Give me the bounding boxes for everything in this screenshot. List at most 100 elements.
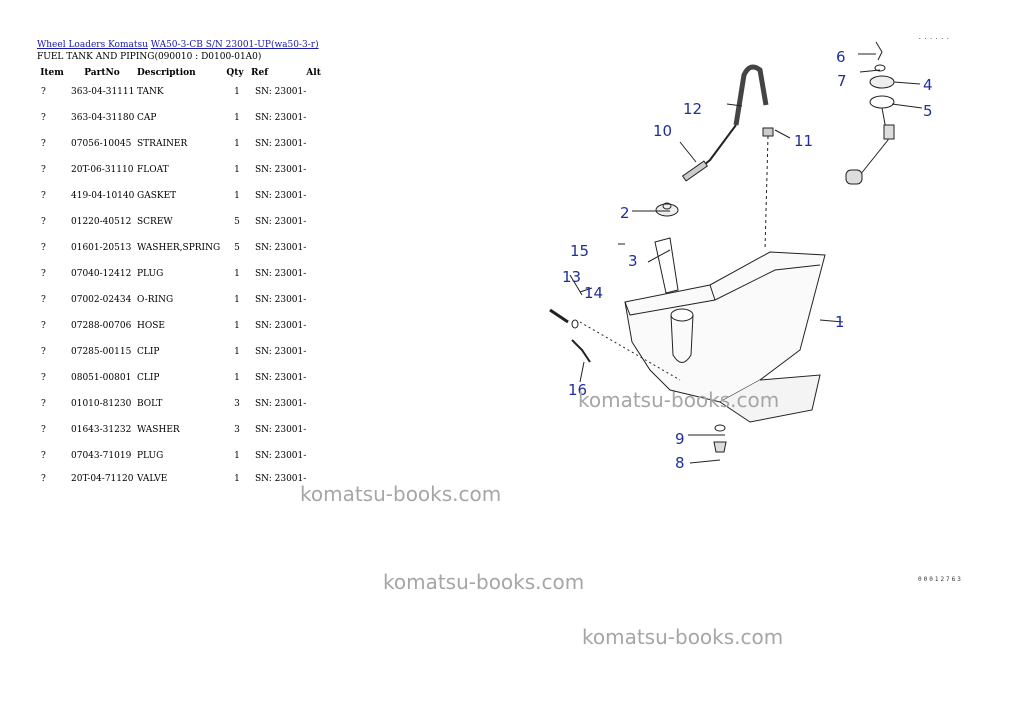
table-cell: 1 <box>234 191 240 201</box>
figure-code: 00012763 <box>918 576 963 583</box>
table-cell: SN: 23001- <box>255 321 307 331</box>
table-cell <box>306 183 330 209</box>
callout-10: 10 <box>653 122 672 140</box>
table-cell <box>306 79 330 105</box>
table-cell <box>306 313 330 339</box>
callout-2: 2 <box>620 204 630 222</box>
table-cell: VALVE <box>137 474 168 484</box>
table-cell: 01220-40512 <box>71 217 132 227</box>
table-cell: 3 <box>234 425 240 435</box>
watermark: komatsu-books.com <box>383 570 585 594</box>
page-subtitle: FUEL TANK AND PIPING(090010 : D0100-01A0… <box>37 52 262 62</box>
table-cell <box>306 287 330 313</box>
table-cell <box>306 157 330 183</box>
breadcrumb-link-model[interactable]: WA50-3-CB S/N 23001-UP(wa50-3-r) <box>150 40 319 50</box>
table-cell: SN: 23001- <box>255 165 307 175</box>
table-cell: WASHER,SPRING <box>137 243 221 253</box>
breadcrumb-link-wheel-loaders[interactable]: Wheel Loaders Komatsu <box>37 40 148 50</box>
table-cell: SN: 23001- <box>255 425 307 435</box>
table-cell: 1 <box>234 113 240 123</box>
table-cell: CLIP <box>137 373 160 383</box>
table-cell: 1 <box>234 321 240 331</box>
callout-15: 15 <box>570 242 589 260</box>
table-cell: SN: 23001- <box>255 191 307 201</box>
table-cell: ? <box>41 474 46 484</box>
table-cell: GASKET <box>137 191 177 201</box>
table-cell: 1 <box>234 373 240 383</box>
table-cell <box>306 235 330 261</box>
table-cell: 07285-00115 <box>71 347 132 357</box>
breadcrumb: Wheel Loaders Komatsu WA50-3-CB S/N 2300… <box>37 40 319 50</box>
table-cell: SN: 23001- <box>255 295 307 305</box>
table-cell: 07040-12412 <box>71 269 132 279</box>
callout-3: 3 <box>628 252 638 270</box>
table-cell: 1 <box>234 165 240 175</box>
column-header: PartNo <box>84 67 120 78</box>
table-cell: SN: 23001- <box>255 87 307 97</box>
table-cell: ? <box>41 399 46 409</box>
column-header: Ref <box>251 67 269 78</box>
table-cell: 08051-00801 <box>71 373 132 383</box>
table-cell: 1 <box>234 87 240 97</box>
table-cell: 363-04-31180 <box>71 113 135 123</box>
table-cell: ? <box>41 347 46 357</box>
table-cell: 3 <box>234 399 240 409</box>
table-cell: ? <box>41 295 46 305</box>
callout-9: 9 <box>675 430 685 448</box>
table-cell: 07043-71019 <box>71 451 132 461</box>
table-cell: 5 <box>234 243 240 253</box>
tank-drawing <box>549 41 923 464</box>
table-cell: BOLT <box>137 399 163 409</box>
callout-11: 11 <box>794 132 813 150</box>
table-cell: ? <box>41 165 46 175</box>
table-cell: 5 <box>234 217 240 227</box>
table-cell: 01601-20513 <box>71 243 132 253</box>
table-cell: SN: 23001- <box>255 269 307 279</box>
callout-4: 4 <box>923 76 933 94</box>
table-cell: SN: 23001- <box>255 217 307 227</box>
table-cell: 01010-81230 <box>71 399 132 409</box>
table-row: ? 01010-81230 BOLT 3 SN: 23001- <box>37 391 330 417</box>
column-header: Description <box>137 67 196 78</box>
table-cell: ? <box>41 243 46 253</box>
table-cell: SN: 23001- <box>255 139 307 149</box>
table-cell: ? <box>41 373 46 383</box>
table-cell: SN: 23001- <box>255 399 307 409</box>
table-cell: ? <box>41 87 46 97</box>
table-cell: 07002-02434 <box>71 295 132 305</box>
table-cell: ? <box>41 321 46 331</box>
watermark: komatsu-books.com <box>582 625 784 649</box>
table-cell: 1 <box>234 139 240 149</box>
table-cell: SN: 23001- <box>255 474 307 484</box>
table-cell <box>306 365 330 391</box>
table-cell: 20T-06-31110 <box>71 165 134 175</box>
table-cell: TANK <box>137 87 164 97</box>
callout-5: 5 <box>923 102 933 120</box>
table-cell: ? <box>41 269 46 279</box>
watermark: komatsu-books.com <box>578 388 780 412</box>
table-cell: 1 <box>234 269 240 279</box>
column-header: Qty <box>226 67 244 78</box>
callout-14: 14 <box>584 284 603 302</box>
callout-7: 7 <box>837 72 847 90</box>
table-cell: 1 <box>234 451 240 461</box>
table-cell: STRAINER <box>137 139 188 149</box>
table-cell: ? <box>41 191 46 201</box>
table-cell: 07288-00706 <box>71 321 132 331</box>
